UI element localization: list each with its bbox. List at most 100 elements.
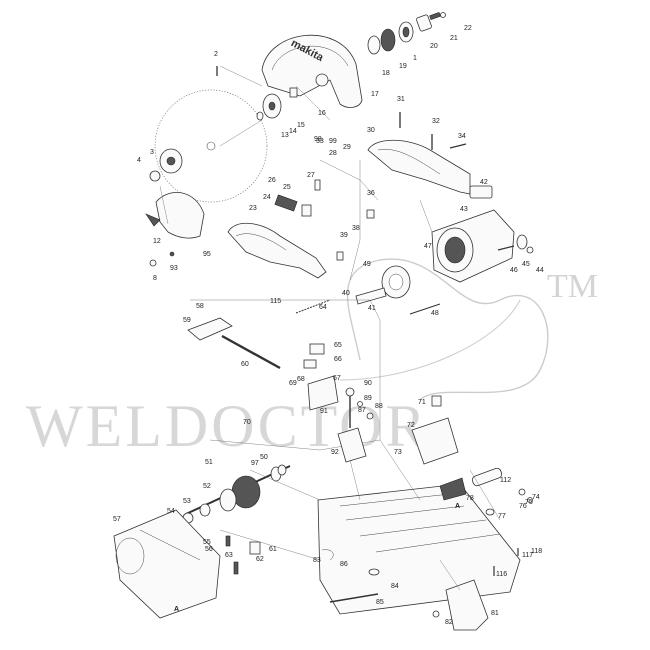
- part-number-16: 16: [318, 110, 326, 117]
- part-number-115: 115: [270, 298, 281, 305]
- part-number-8: 8: [153, 275, 157, 282]
- part-number-62: 62: [256, 556, 264, 563]
- inner-flanges: [256, 87, 298, 121]
- part-number-88: 88: [375, 403, 383, 410]
- part-number-78: 78: [466, 495, 474, 502]
- part-number-47: 47: [424, 243, 432, 250]
- part-number-46: 46: [510, 267, 518, 274]
- part-number-21: 21: [450, 35, 458, 42]
- part-number-57: 57: [113, 516, 121, 523]
- part-number-56: 56: [205, 546, 213, 553]
- spring: [439, 477, 467, 501]
- part-number-99: 99: [329, 138, 337, 145]
- assembly-lines: [159, 65, 433, 281]
- part-number-36: 36: [367, 190, 375, 197]
- part-number-65: 65: [334, 342, 342, 349]
- part-number-63: 63: [225, 552, 233, 559]
- part-number-4: 4: [137, 157, 141, 164]
- part-number-54: 54: [167, 508, 175, 515]
- part-number-75: 75: [525, 499, 533, 506]
- part-number-117: 117: [522, 552, 533, 559]
- spindle-parts: [367, 12, 446, 55]
- part-number-48: 48: [431, 310, 439, 317]
- part-number-98: 98: [314, 136, 322, 143]
- wheel-guard: makita: [261, 34, 363, 108]
- part-number-15: 15: [297, 122, 305, 129]
- part-number-14: 14: [289, 128, 297, 135]
- part-number-74: 74: [532, 494, 540, 501]
- wheel-hub-hole: [206, 141, 216, 151]
- part-number-55: 55: [203, 539, 211, 546]
- armature: [182, 464, 291, 524]
- safety-guard: [155, 192, 205, 239]
- part-number-19: 19: [399, 63, 407, 70]
- gear-housing: [113, 509, 221, 619]
- part-number-70: 70: [243, 419, 251, 426]
- motor-housing: [431, 209, 528, 283]
- part-number-28: 28: [329, 150, 337, 157]
- part-number-26: 26: [268, 177, 276, 184]
- part-number-87: 87: [358, 407, 366, 414]
- part-number-67: 67: [333, 375, 341, 382]
- part-number-53: 53: [183, 498, 191, 505]
- part-number-43: 43: [460, 206, 468, 213]
- part-number-1: 1: [413, 55, 417, 62]
- part-number-31: 31: [397, 96, 405, 103]
- base: [317, 483, 521, 615]
- shaft: [221, 334, 281, 370]
- part-number-86: 86: [340, 561, 348, 568]
- part-number-34: 34: [458, 133, 466, 140]
- part-number-97: 97: [251, 460, 259, 467]
- screws: [149, 66, 534, 267]
- part-number-61: 61: [269, 546, 277, 553]
- watermark-tm: TM: [547, 268, 598, 305]
- part-number-83: 83: [313, 557, 321, 564]
- part-number-60: 60: [241, 361, 249, 368]
- part-number-69: 69: [289, 380, 297, 387]
- part-number-76: 76: [519, 503, 527, 510]
- part-number-30: 30: [367, 127, 375, 134]
- reference-mark: A: [455, 503, 460, 510]
- part-number-40: 40: [342, 290, 350, 297]
- part-number-44: 44: [536, 267, 544, 274]
- part-number-18: 18: [382, 70, 390, 77]
- vise-parts: [303, 343, 374, 463]
- part-number-49: 49: [363, 261, 371, 268]
- part-number-27: 27: [307, 172, 315, 179]
- part-number-90: 90: [364, 380, 372, 387]
- part-number-72: 72: [407, 422, 415, 429]
- reference-mark: A: [174, 606, 179, 613]
- part-number-116: 116: [496, 571, 507, 578]
- part-number-25: 25: [283, 184, 291, 191]
- part-number-58: 58: [196, 303, 204, 310]
- lower-assembly-lines: [219, 439, 501, 591]
- part-number-92: 92: [331, 449, 339, 456]
- part-number-32: 32: [432, 118, 440, 125]
- part-number-71: 71: [418, 399, 426, 406]
- handle-cover: [367, 139, 471, 195]
- part-number-24: 24: [263, 194, 271, 201]
- part-number-91: 91: [320, 408, 328, 415]
- part-number-64: 64: [319, 304, 327, 311]
- part-number-2: 2: [214, 51, 218, 58]
- part-number-20: 20: [430, 43, 438, 50]
- part-number-42: 42: [480, 179, 488, 186]
- part-number-84: 84: [391, 583, 399, 590]
- part-number-38: 38: [352, 225, 360, 232]
- lock-nut: [149, 170, 161, 182]
- part-number-50: 50: [260, 454, 268, 461]
- part-number-41: 41: [368, 305, 376, 312]
- part-number-12: 12: [153, 238, 161, 245]
- part-number-45: 45: [522, 261, 530, 268]
- watermark-swoosh-2: [339, 299, 521, 381]
- part-number-82: 82: [445, 619, 453, 626]
- part-number-66: 66: [334, 356, 342, 363]
- part-number-51: 51: [205, 459, 213, 466]
- part-number-22: 22: [464, 25, 472, 32]
- handle: [227, 222, 327, 279]
- part-number-73: 73: [394, 449, 402, 456]
- part-number-callouts: 1234812131415161718192021222324252627282…: [113, 25, 544, 626]
- part-number-81: 81: [491, 610, 499, 617]
